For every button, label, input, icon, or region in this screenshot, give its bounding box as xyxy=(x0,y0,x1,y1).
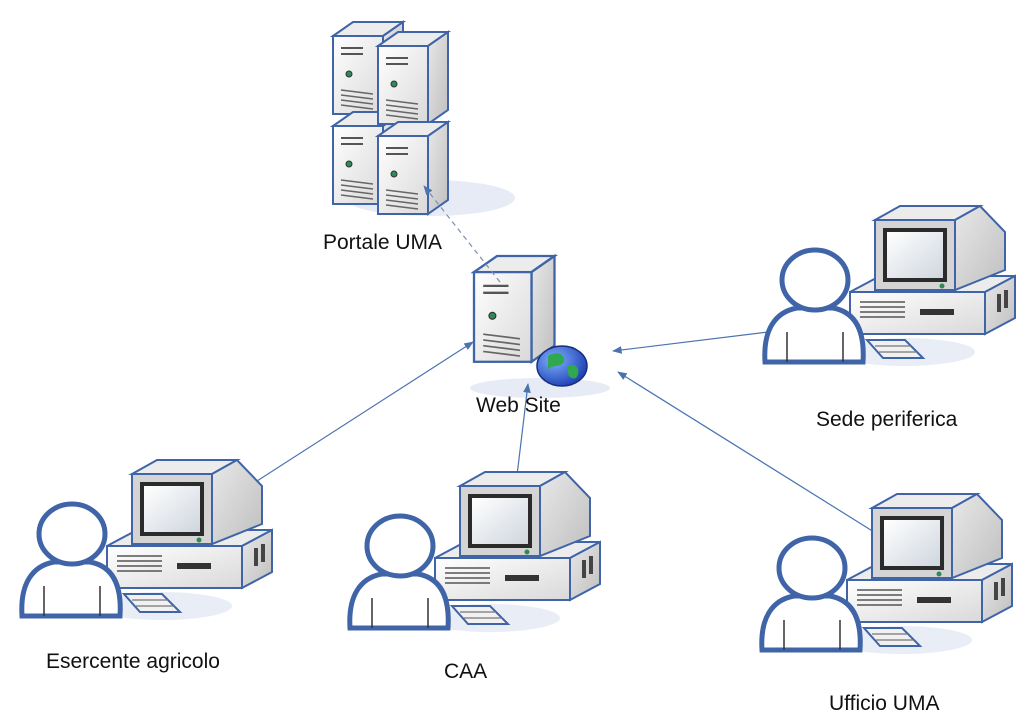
portal-servers-icon xyxy=(332,21,515,216)
caa-label: CAA xyxy=(444,660,488,683)
connector-ufficio-website xyxy=(617,371,883,538)
sede-label: Sede periferica xyxy=(816,408,958,431)
ufficio-label: Ufficio UMA xyxy=(829,692,940,715)
esercente-label: Esercente agricolo xyxy=(46,650,220,673)
website-label: Web Site xyxy=(476,394,561,417)
sede-workstation-icon xyxy=(765,206,1015,366)
connector-website-portal xyxy=(423,185,501,283)
caa-workstation-icon xyxy=(350,472,600,632)
esercente-workstation-icon xyxy=(22,460,272,620)
website-server-icon xyxy=(470,254,610,398)
globe-icon xyxy=(536,345,588,387)
portal-label: Portale UMA xyxy=(323,231,443,254)
ufficio-workstation-icon xyxy=(762,494,1012,654)
